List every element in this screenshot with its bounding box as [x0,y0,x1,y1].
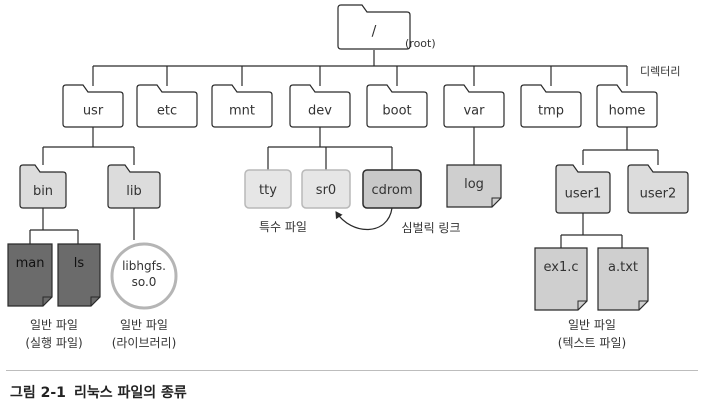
directory-boot-label: boot [382,104,411,119]
file-tree-diagram: / (root) usr etc mnt dev boot var tmp home bin lib m… [7,4,689,350]
directory-usr-folder: usr [62,84,124,128]
special-file-annotation: 특수 파일 [259,220,307,234]
file-log-file-fold [491,197,501,207]
dev-cdrom-label: cdrom [371,183,412,198]
text-file-annotation-line2: (텍스트 파일) [558,336,626,350]
directory-boot-folder: boot [366,84,428,128]
directory-etc-folder-icon [136,84,198,128]
lib-file-label-line-1: libhgfs. [122,259,166,273]
text-file-annotation-line1: 일반 파일 [568,318,616,332]
directory-home-folder-icon [596,84,658,128]
file-ex1c-file-icon [534,247,588,311]
directory-var-label: var [463,104,485,119]
directory-tmp-folder-icon [520,84,582,128]
lib-file-annotation-line1: 일반 파일 [120,318,168,332]
dir-bin-folder: bin [19,164,67,209]
directory-mnt-folder: mnt [211,84,273,128]
directory-var-folder-icon [443,84,505,128]
root-note-text: (root) [405,37,436,50]
tree-nodes: / (root) usr etc mnt dev boot var tmp home bin lib m… [7,4,689,311]
dir-bin-folder-icon [19,164,67,209]
directory-usr-label: usr [83,104,104,119]
file-man-file: man [7,243,53,307]
dir-user1-folder: user1 [555,164,611,214]
dev-tty-node: tty [244,169,292,209]
directory-mnt-folder-icon [211,84,273,128]
root-label: / [372,24,377,40]
file-ex1c-file-fold [577,300,587,310]
caption-number: 그림 2-1 [10,385,66,401]
file-log-file-icon [446,164,502,208]
directory-dev-folder-icon [289,84,351,128]
directory-dev-label: dev [308,104,332,119]
dir-bin-label: bin [33,184,53,199]
directory-etc-label: etc [157,104,177,119]
dev-cdrom-node: cdrom [362,169,422,209]
file-ex1c-label: ex1.c [543,260,578,275]
caption-divider [6,370,698,371]
file-atxt-file-fold [638,300,648,310]
dev-sr0-label: sr0 [316,183,336,198]
directory-tmp-label: tmp [538,104,564,119]
directory-label-text: 디렉터리 [640,65,680,78]
directory-boot-folder-icon [366,84,428,128]
exec-file-annotation-line2: (실행 파일) [25,335,82,350]
root-folder-icon [337,4,411,50]
dev-tty-box [244,169,292,209]
file-ls-file: ls [57,243,101,307]
directory-dev-folder: dev [289,84,351,128]
file-atxt-label: a.txt [608,260,638,275]
directory-home-label: home [609,104,646,119]
exec-file-annotation-line1: 일반 파일 [30,318,78,332]
directory-usr-folder-icon [62,84,124,128]
dir-lib-folder: lib [107,164,161,209]
dir-user2-folder: user2 [627,164,689,214]
root-folder: / [337,4,411,50]
file-man-file-icon [7,243,53,307]
file-log-label: log [464,177,484,192]
directory-mnt-label: mnt [229,104,255,119]
tree-connectors [29,50,659,248]
file-ls-file-icon [57,243,101,307]
dir-user2-folder-icon [627,164,689,214]
dir-user2-label: user2 [640,187,677,202]
figure-caption-area: 그림 2-1 리눅스 파일의 종류 [0,368,704,408]
file-ls-label: ls [74,256,85,271]
lib-file-circle [110,242,178,310]
file-man-file-fold [42,296,52,306]
dir-user1-folder-icon [555,164,611,214]
file-ex1c-file: ex1.c [534,247,588,311]
dev-tty-label: tty [259,183,277,198]
directory-tmp-folder: tmp [520,84,582,128]
file-log-file: log [446,164,502,208]
figure-caption: 그림 2-1 리눅스 파일의 종류 [10,382,187,402]
file-atxt-file-icon [597,247,649,311]
dir-user1-label: user1 [565,187,602,202]
lib-file-label-line-2: so.0 [132,275,157,289]
file-man-label: man [16,256,45,271]
lib-file-annotation-line2: (라이브러리) [112,336,177,350]
caption-title: 리눅스 파일의 종류 [73,385,187,401]
symlink-arrow [335,207,393,231]
dev-sr0-node: sr0 [301,169,351,209]
directory-home-folder: home [596,84,658,128]
file-ls-file-fold [90,296,100,306]
file-atxt-file: a.txt [597,247,649,311]
dir-lib-label: lib [126,184,141,199]
directory-etc-folder: etc [136,84,198,128]
directory-var-folder: var [443,84,505,128]
dev-sr0-box [301,169,351,209]
symbolic-link-annotation: 심벌릭 링크 [401,221,460,235]
dir-lib-folder-icon [107,164,161,209]
